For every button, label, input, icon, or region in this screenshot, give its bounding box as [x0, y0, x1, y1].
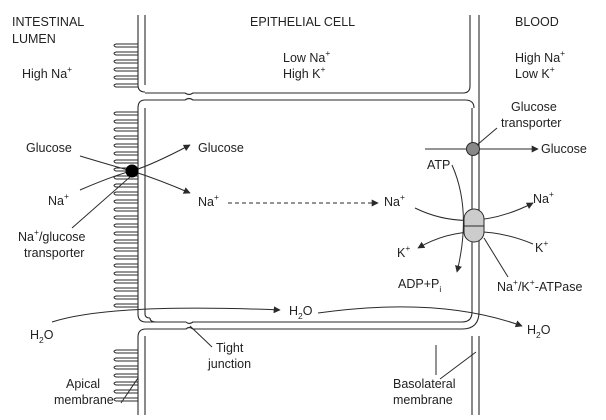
tight-junction-label-line1: Tight — [216, 341, 244, 355]
basolateral-membrane-label-line2: membrane — [393, 393, 453, 407]
potassium-blood-label: K+ — [535, 238, 548, 255]
lumen-na-concentration: High Na+ — [22, 64, 72, 81]
water-cell-label: H2O — [289, 304, 313, 321]
glucose-cell-label: Glucose — [198, 141, 244, 155]
cell-title: EPITHELIAL CELL — [250, 15, 355, 29]
microvillus — [113, 183, 138, 188]
water-lumen-label: H2O — [30, 328, 54, 345]
lower-cell-right-basolateral — [471, 336, 480, 415]
microvillus — [113, 397, 138, 402]
microvillus — [113, 83, 138, 88]
microvillus — [113, 207, 138, 212]
blood-na-concentration: High Na+ — [515, 48, 565, 65]
microvillus — [113, 127, 138, 132]
cell-membranes — [137, 15, 480, 415]
microvillus — [113, 51, 138, 56]
water-blood-label: H2O — [527, 323, 551, 340]
upper-cell-apical-membrane — [137, 15, 146, 93]
microvillus — [113, 231, 138, 236]
microvillus — [113, 279, 138, 284]
microvillus — [113, 303, 138, 308]
cell-outline-bottom — [149, 317, 157, 323]
water-lumen-to-cell-arrow — [51, 306, 281, 323]
microvillus — [113, 255, 138, 260]
apical-membrane-label-line1: Apical — [66, 377, 100, 391]
tight-junction-label-line2: junction — [207, 357, 251, 371]
microvillus — [113, 59, 138, 64]
sodium-cell-right-label: Na+ — [384, 192, 405, 209]
basolateral-membrane-label-line1: Basolateral — [393, 377, 456, 391]
microvillus — [113, 215, 138, 220]
microvillus — [113, 365, 138, 370]
apical-membrane-label-line2: membrane — [54, 393, 114, 407]
sodium-glucose-symporter — [79, 144, 191, 194]
atpase-label: Na+/K+-ATPase — [497, 277, 582, 294]
upper-junction-outer — [145, 15, 471, 96]
cell-right-basolateral — [137, 15, 480, 415]
lumen-title-line1: INTESTINAL — [12, 15, 84, 29]
symporter-leader-line — [71, 176, 131, 229]
sodium-blood-label: Na+ — [533, 189, 554, 206]
microvillus — [113, 271, 138, 276]
blood-title: BLOOD — [515, 15, 559, 29]
upper-junction-inner — [145, 97, 475, 109]
microvillus — [113, 357, 138, 362]
symporter-label-line2: transporter — [24, 246, 84, 260]
adp-pi-label: ADP+Pi — [398, 277, 441, 294]
microvillus — [113, 373, 138, 378]
tight-junction-leader-line — [189, 325, 213, 348]
microvillus — [113, 151, 138, 156]
sodium-lumen-label: Na+ — [48, 191, 69, 208]
symporter-label-line1: Na+/glucose — [18, 227, 86, 244]
glucose-lumen-label: Glucose — [26, 141, 72, 155]
microvillus — [113, 349, 138, 354]
atp-hydrolysis-arrow — [451, 164, 464, 273]
microvillus — [113, 111, 138, 116]
cell-bottom-junction — [185, 108, 473, 325]
microvillus — [113, 263, 138, 268]
microvillus — [113, 119, 138, 124]
microvillus — [113, 75, 138, 80]
microvillus — [113, 191, 138, 196]
microvillus — [113, 247, 138, 252]
microvillus — [113, 167, 138, 172]
apical-membrane-leader-line — [120, 377, 139, 404]
glucose-transporter-leader-line — [476, 127, 498, 146]
glucose-transporter-icon — [466, 142, 480, 156]
microvillus — [113, 199, 138, 204]
basolateral-membrane-leader-line — [439, 351, 477, 380]
cell-k-concentration: High K+ — [283, 64, 326, 81]
microvilli-brush-border — [113, 43, 138, 402]
microvillus — [113, 381, 138, 386]
microvillus — [113, 223, 138, 228]
basolateral-glucose-transporter — [425, 127, 539, 156]
glucose-blood-label: Glucose — [541, 142, 587, 156]
water-cell-to-blood-arrow — [317, 306, 523, 328]
glucose-transporter-label-line1: Glucose — [511, 100, 557, 114]
cell-na-concentration: Low Na+ — [283, 48, 330, 65]
glucose-transporter-label-line2: transporter — [501, 116, 561, 130]
microvillus — [113, 159, 138, 164]
microvillus — [113, 295, 138, 300]
cell-outline-left-inner — [144, 108, 151, 319]
microvillus — [113, 143, 138, 148]
microvillus — [113, 389, 138, 394]
sodium-potassium-atpase-pump — [414, 164, 534, 278]
symporter-protein-icon — [125, 164, 139, 178]
atpase-leader-line — [483, 237, 509, 278]
sodium-cell-left-label: Na+ — [198, 192, 219, 209]
cell-outline-top-left — [137, 99, 186, 323]
microvillus — [113, 135, 138, 140]
microvillus — [113, 43, 138, 48]
microvillus — [113, 67, 138, 72]
atp-label: ATP — [427, 158, 450, 172]
potassium-cell-label: K+ — [397, 243, 410, 260]
microvillus — [113, 239, 138, 244]
blood-k-concentration: Low K+ — [515, 64, 555, 81]
lumen-title-line2: LUMEN — [12, 32, 56, 46]
microvillus — [113, 287, 138, 292]
